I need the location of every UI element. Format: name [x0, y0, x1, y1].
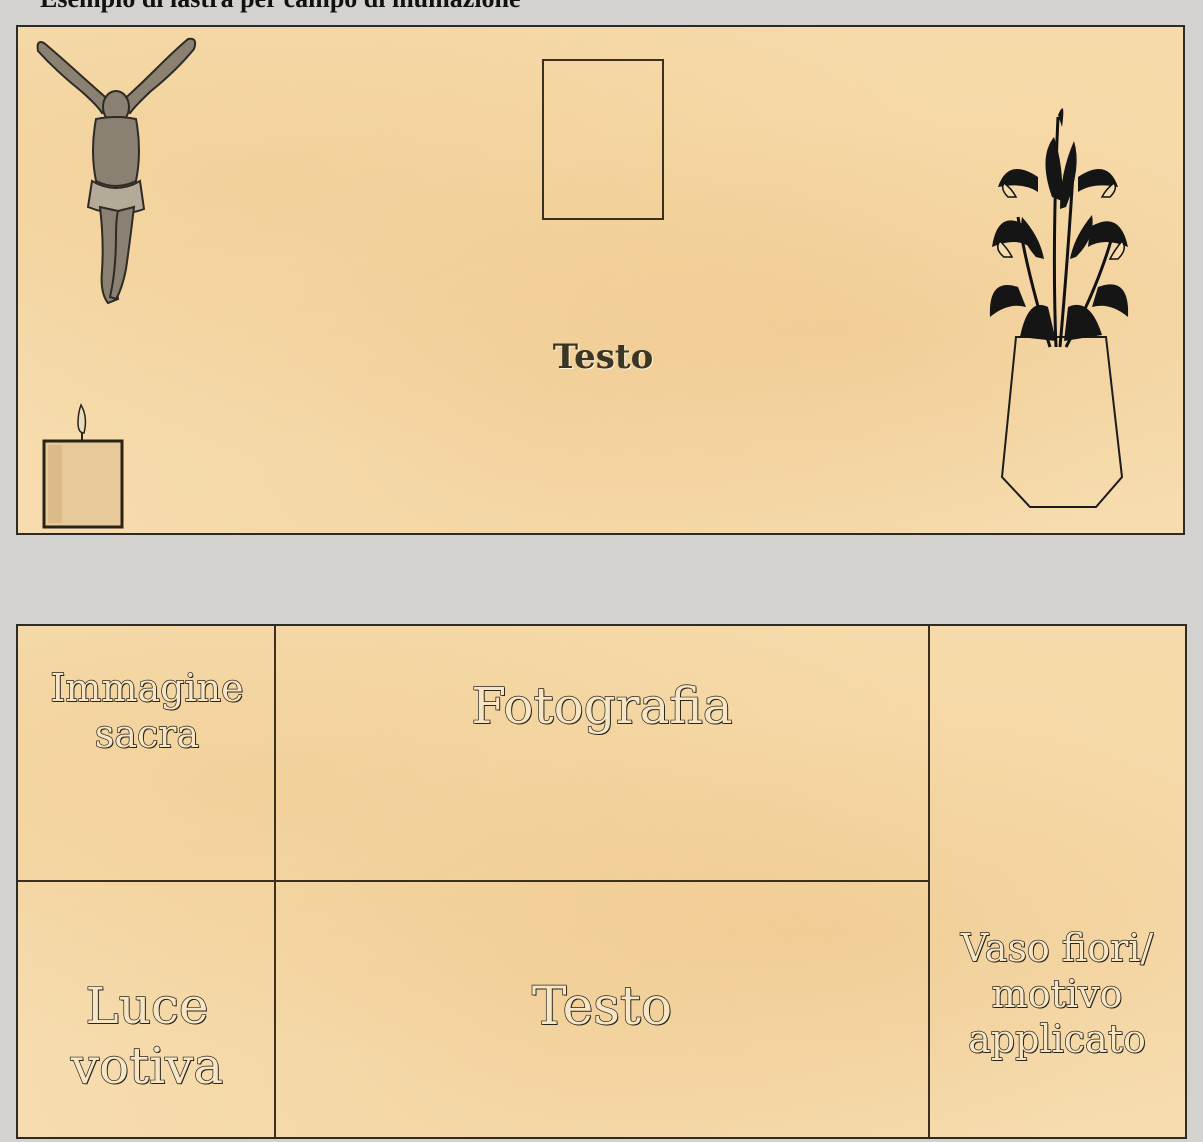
- slab-illustration-panel: Testo: [16, 25, 1185, 535]
- cell-sacred-image-label: Immagine sacra: [50, 665, 245, 756]
- cell-votive-light-label: Luce votiva: [70, 976, 224, 1095]
- flower-vase-icon: [989, 108, 1129, 508]
- top-text-label: Testo: [552, 337, 654, 377]
- slab-layout-schema: Immagine sacra Fotografia Luce votiva Te…: [16, 624, 1187, 1139]
- photo-frame: [542, 59, 664, 220]
- crucifix-icon: [36, 37, 197, 305]
- divider-horizontal: [18, 880, 930, 882]
- cell-text-label: Testo: [531, 976, 673, 1037]
- cell-photo-label: Fotografia: [471, 676, 734, 735]
- cell-flower-vase-label: Vaso fiori/ motivo applicato: [960, 925, 1154, 1062]
- candle-icon: [42, 403, 124, 529]
- page-title: Esempio di lastra per campo di inumazion…: [40, 0, 521, 14]
